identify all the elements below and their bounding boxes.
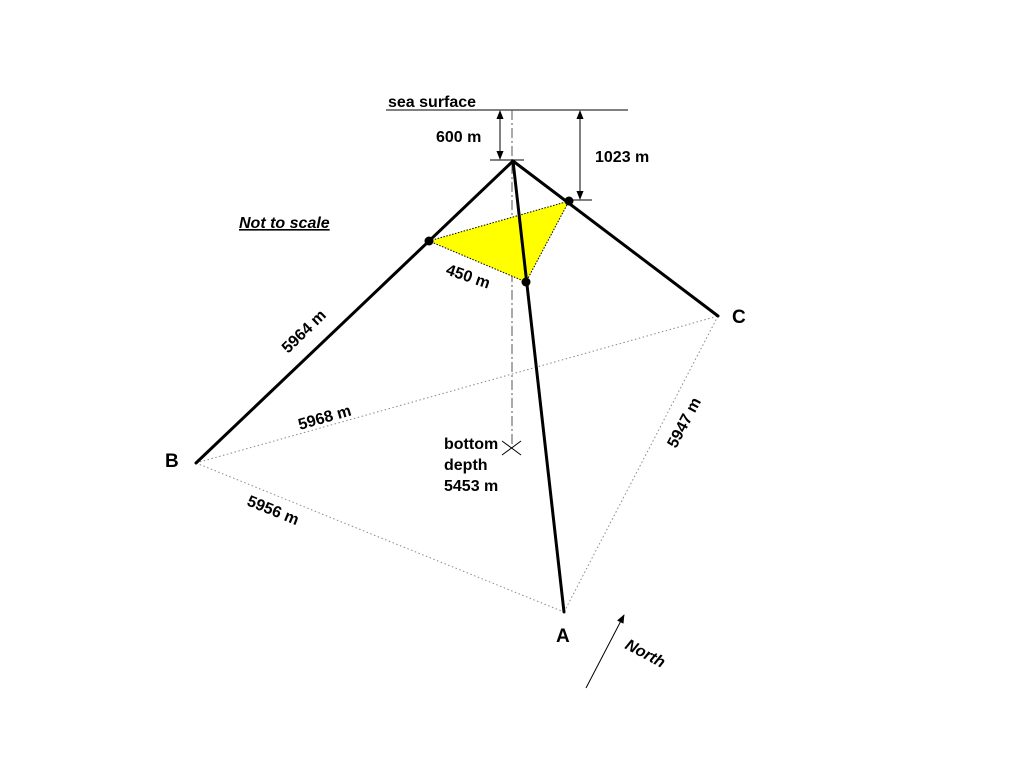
base-5968-label: 5968 m bbox=[296, 403, 353, 434]
leg-5964-label: 5964 m bbox=[279, 307, 330, 357]
baseline-b-a bbox=[195, 462, 565, 613]
leg-to-b bbox=[194, 159, 515, 465]
depth-1023-label: 1023 m bbox=[595, 149, 649, 166]
leg-to-c bbox=[511, 159, 720, 318]
sea-surface-label: sea surface bbox=[388, 94, 476, 111]
highlight-triangle bbox=[427, 200, 570, 283]
base-5947-label: 5947 m bbox=[665, 395, 705, 451]
node-bottom bbox=[521, 277, 531, 287]
anchor-a-label: A bbox=[556, 626, 570, 647]
leg-to-a bbox=[511, 159, 566, 614]
depth-600-label: 600 m bbox=[436, 129, 481, 146]
node-right bbox=[564, 196, 574, 206]
bottom-depth-marker bbox=[501, 440, 522, 456]
base-5956-label: 5956 m bbox=[245, 493, 302, 529]
north-label: North bbox=[622, 637, 668, 672]
baseline-c-a bbox=[563, 315, 719, 613]
node-left bbox=[424, 236, 434, 246]
anchor-c-label: C bbox=[732, 307, 746, 328]
bottom-depth-label: bottom depth 5453 m bbox=[444, 436, 503, 495]
side-450-label: 450 m bbox=[444, 262, 492, 293]
not-to-scale-note: Not to scale bbox=[239, 215, 330, 232]
anchor-b-label: B bbox=[165, 451, 179, 472]
north-arrow bbox=[585, 614, 625, 689]
